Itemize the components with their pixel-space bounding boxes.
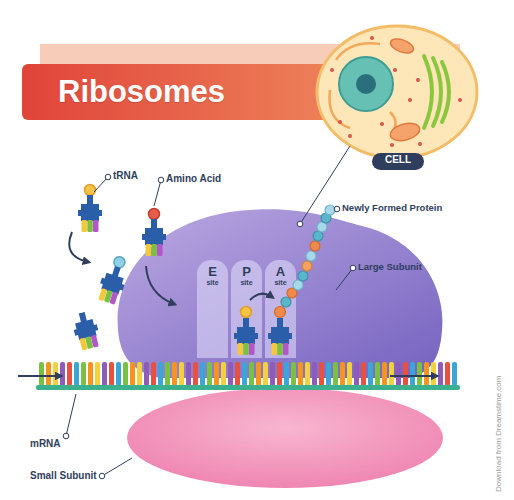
part-label: Small Subunit bbox=[30, 470, 97, 481]
mitochondrion bbox=[389, 36, 416, 55]
cell-membrane bbox=[317, 26, 477, 158]
nucleus bbox=[339, 57, 393, 111]
direction-arrow bbox=[18, 375, 60, 377]
golgi bbox=[433, 58, 441, 126]
trna-group bbox=[95, 253, 133, 306]
node-heading: E bbox=[197, 265, 228, 279]
node-subtext: site bbox=[231, 279, 262, 286]
node-heading: P bbox=[231, 265, 262, 279]
node-subtext: site bbox=[197, 279, 228, 286]
site-column: Esite bbox=[197, 260, 228, 358]
large-subunit bbox=[118, 209, 443, 378]
amino-acid bbox=[85, 185, 96, 196]
golgi bbox=[442, 62, 449, 122]
trna bbox=[78, 195, 102, 232]
part-label: mRNA bbox=[30, 438, 61, 449]
trna-a-site bbox=[268, 318, 292, 355]
small-subunit bbox=[127, 388, 443, 488]
nucleolus bbox=[356, 74, 376, 94]
leader-lines bbox=[66, 146, 353, 476]
site-column: Psite bbox=[231, 260, 262, 358]
trna-p-site bbox=[234, 318, 258, 355]
trna-group bbox=[70, 310, 102, 352]
leader-ends bbox=[63, 174, 356, 479]
watermark: Download from Dreamstime.com bbox=[494, 376, 503, 492]
part-label: Amino Acid bbox=[166, 173, 221, 184]
mrna-bases bbox=[38, 362, 458, 386]
cell-badge: CELL bbox=[372, 153, 424, 170]
node-heading: A bbox=[265, 265, 296, 279]
trna bbox=[142, 219, 166, 256]
node-subtext: site bbox=[265, 279, 296, 286]
movement-arrow bbox=[146, 266, 174, 304]
site-column: Asite bbox=[265, 260, 296, 358]
golgi bbox=[424, 56, 432, 128]
node-heading: CELL bbox=[372, 155, 424, 166]
endoplasmic-reticulum bbox=[329, 43, 395, 132]
cell-ribosome-dots bbox=[330, 36, 462, 147]
movement-arrow bbox=[69, 232, 88, 262]
part-label: tRNA bbox=[113, 170, 138, 181]
direction-arrow bbox=[390, 375, 436, 377]
amino-acid bbox=[241, 307, 252, 318]
mrna-backbone bbox=[36, 385, 460, 390]
part-label: Large Subunit bbox=[358, 261, 422, 272]
transfer-arrow bbox=[250, 294, 272, 300]
mitochondrion bbox=[388, 120, 421, 143]
part-label: Newly Formed Protein bbox=[342, 202, 442, 213]
amino-acid bbox=[149, 209, 160, 220]
title-text: Ribosomes bbox=[58, 74, 225, 110]
protein-chain bbox=[275, 205, 336, 318]
cell-illustration bbox=[317, 26, 477, 158]
